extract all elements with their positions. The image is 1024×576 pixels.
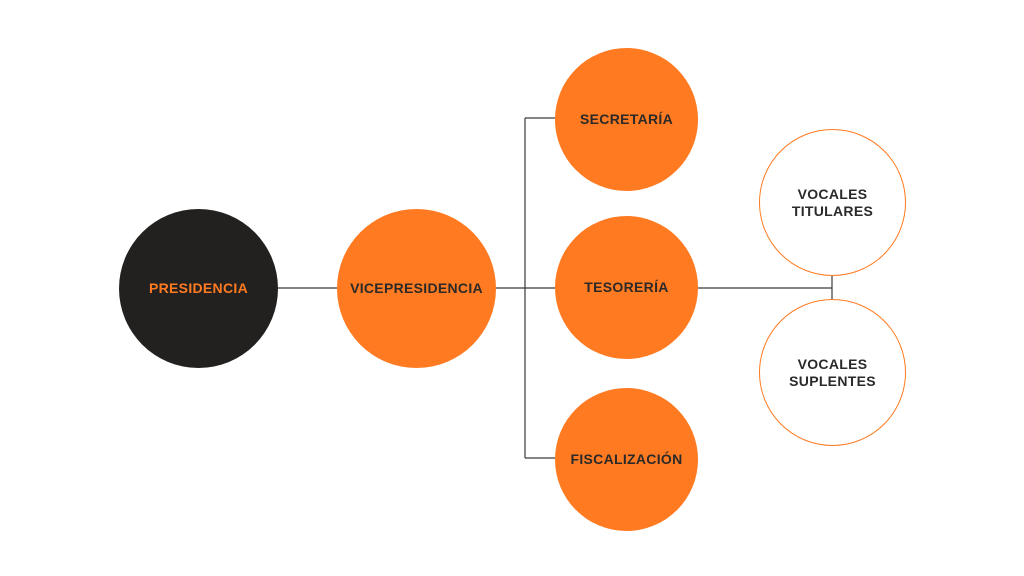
node-vicepresidencia: VICEPRESIDENCIA	[337, 209, 496, 368]
node-secretaria: SECRETARÍA	[555, 48, 698, 191]
node-fiscalizacion-label: FISCALIZACIÓN	[570, 451, 683, 467]
node-fiscalizacion: FISCALIZACIÓN	[555, 388, 698, 531]
node-tesoreria-label: TESORERÍA	[584, 279, 669, 295]
node-presidencia-label: PRESIDENCIA	[149, 280, 248, 296]
node-presidencia: PRESIDENCIA	[119, 209, 278, 368]
node-tesoreria: TESORERÍA	[555, 216, 698, 359]
node-vocales-titulares: VOCALES TITULARES	[759, 129, 906, 276]
node-vocales-suplentes-label: VOCALES SUPLENTES	[789, 355, 876, 389]
node-vicepresidencia-label: VICEPRESIDENCIA	[350, 280, 483, 296]
node-vocales-titulares-label: VOCALES TITULARES	[791, 185, 874, 219]
node-vocales-suplentes: VOCALES SUPLENTES	[759, 299, 906, 446]
node-secretaria-label: SECRETARÍA	[580, 111, 673, 127]
